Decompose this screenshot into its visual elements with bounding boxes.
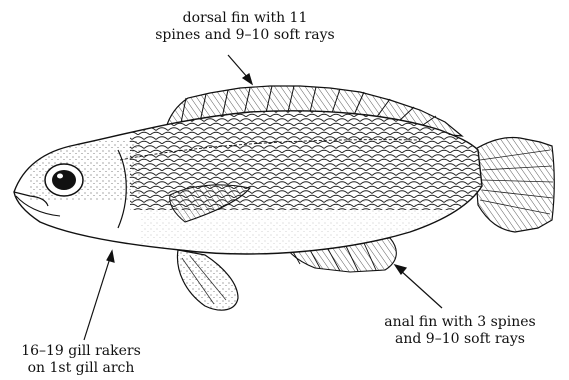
dorsal-fin-label-line2: spines and 9–10 soft rays — [150, 27, 340, 44]
anal-fin-label-line1: anal fin with 3 spines — [355, 314, 565, 331]
caudal-fin — [474, 138, 554, 233]
gill-rakers-label-line1: 16–19 gill rakers — [6, 343, 156, 360]
anal-fin-label: anal fin with 3 spines and 9–10 soft ray… — [355, 314, 565, 348]
fish-body — [14, 110, 490, 260]
dorsal-pointer-arrow — [228, 55, 252, 84]
gill-rakers-label-line2: on 1st gill arch — [6, 360, 156, 377]
gill-pointer-arrow — [84, 251, 114, 340]
anal-fin-label-line2: and 9–10 soft rays — [355, 331, 565, 348]
dorsal-fin-label: dorsal fin with 11 spines and 9–10 soft … — [150, 10, 340, 44]
gill-rakers-label: 16–19 gill rakers on 1st gill arch — [6, 343, 156, 377]
anal-pointer-arrow — [395, 265, 442, 308]
dorsal-fin-label-line1: dorsal fin with 11 — [150, 10, 340, 27]
pelvic-fin — [177, 250, 238, 310]
